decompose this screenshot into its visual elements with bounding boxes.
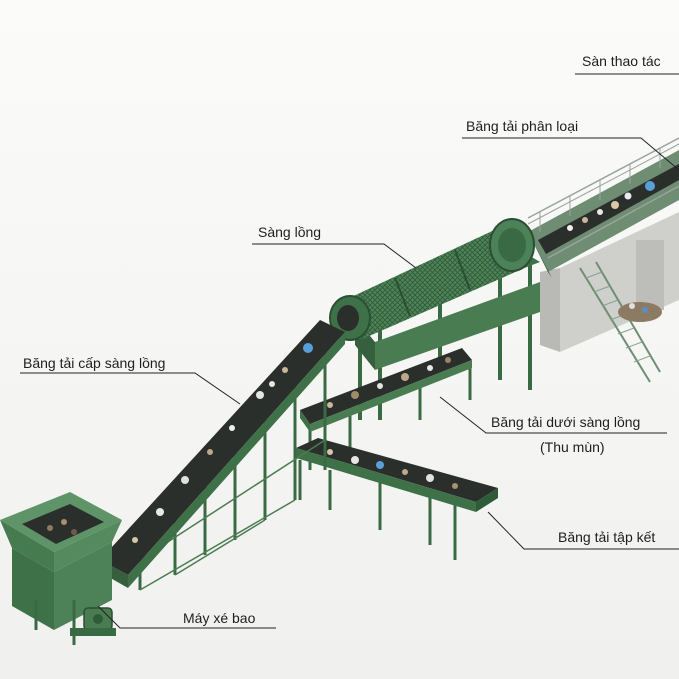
label-under-trommel-conveyor: Băng tải dưới sàng lồng xyxy=(491,414,640,430)
label-collection-conveyor: Băng tải tập kết xyxy=(558,529,655,545)
label-operating-floor: Sàn thao tác xyxy=(582,53,661,69)
label-sorting-conveyor: Băng tải phân loại xyxy=(466,118,578,134)
label-trommel-screen: Sàng lồng xyxy=(258,224,321,240)
label-under-trommel-note: (Thu mùn) xyxy=(540,439,605,455)
label-trommel-feed-conveyor: Băng tải cấp sàng lồng xyxy=(23,355,165,371)
label-bag-shredder: Máy xé bao xyxy=(183,610,255,626)
